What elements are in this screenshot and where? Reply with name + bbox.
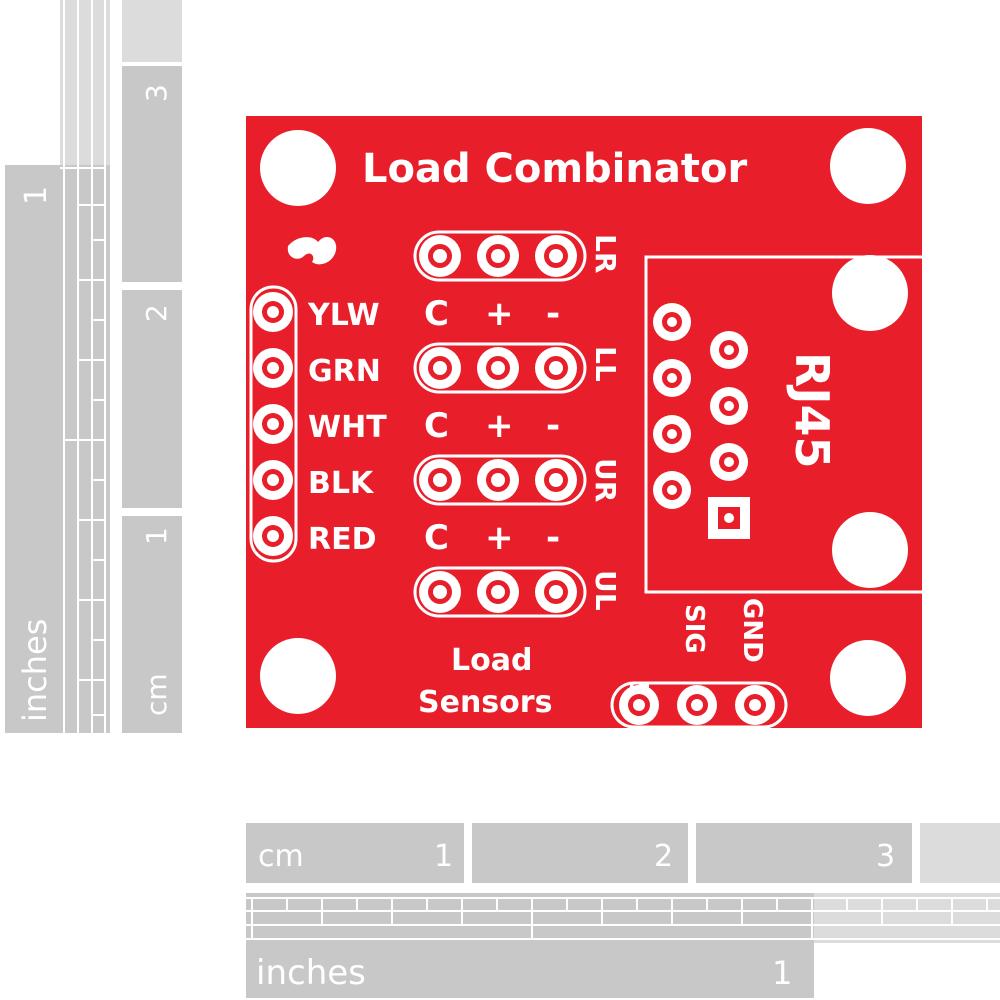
wire-label-wht: WHT: [308, 410, 387, 445]
bottom-cm-ruler-right: [920, 823, 1000, 883]
board-title: Load Combinator: [362, 146, 747, 192]
left-cm-ruler-body: [122, 0, 182, 733]
left-inch-label: inches: [16, 619, 54, 722]
left-cm-separators: [122, 62, 182, 516]
left-inch-number-1: 1: [19, 186, 54, 205]
bottom-cm-number-2: 2: [654, 839, 673, 874]
wire-header-outline: [249, 285, 298, 563]
bottom-inch-ruler: inches 1: [246, 893, 1000, 998]
rj45-outline: [644, 255, 922, 594]
left-cm-ruler-top: [122, 0, 182, 62]
rj45-mounting-hole: [832, 512, 908, 588]
cpm-plus-1: +: [485, 294, 514, 334]
cpm-c-1: C: [424, 294, 449, 334]
left-inch-ruler: inches 1: [5, 0, 110, 733]
caption-line-2: Sensors: [418, 685, 552, 720]
wire-label-grn: GRN: [308, 354, 381, 389]
bottom-inch-ticks: [246, 897, 1000, 940]
bottom-cm-label: cm: [258, 839, 304, 874]
cpm-minus-1: -: [546, 294, 560, 334]
mounting-holes: [260, 128, 908, 716]
bottom-inch-number-1: 1: [772, 954, 792, 992]
bottom-inch-label: inches: [256, 953, 366, 993]
left-inch-ticks: [60, 0, 106, 733]
sensor-label-ll: LL: [589, 346, 622, 382]
power-label-gnd: GND: [737, 598, 767, 663]
sensor-label-ul: UL: [589, 570, 622, 611]
left-cm-number-2: 2: [140, 304, 173, 322]
wire-label-red: RED: [308, 522, 377, 557]
left-inch-ruler-extension: [60, 0, 110, 165]
sensor-label-lr: LR: [589, 234, 622, 273]
left-cm-number-3: 3: [140, 84, 173, 102]
mounting-hole: [830, 128, 906, 204]
bottom-cm-ruler-body: [246, 823, 1000, 883]
caption-line-1: Load: [451, 643, 532, 678]
left-cm-ruler: cm 1 2 3: [122, 0, 182, 733]
bottom-cm-separators: [464, 823, 920, 883]
rj45-mounting-hole: [832, 255, 908, 331]
bottom-inch-ruler-extension: [814, 893, 1000, 943]
rj45-footprint: RJ45: [644, 255, 922, 594]
mounting-hole: [260, 638, 336, 714]
sensor-header-ur: [413, 454, 587, 506]
cpm-c-2: C: [424, 406, 449, 446]
bottom-cm-number-3: 3: [876, 839, 895, 874]
left-cm-number-1: 1: [140, 527, 173, 545]
cpm-minus-3: -: [546, 518, 560, 558]
rj45-label: RJ45: [785, 352, 839, 469]
bottom-cm-number-1: 1: [434, 839, 453, 874]
power-header: [610, 681, 788, 729]
wire-label-ylw: YLW: [307, 298, 380, 333]
wire-header: [249, 285, 298, 563]
sensor-header-ul: [413, 566, 587, 618]
left-cm-label: cm: [140, 673, 173, 716]
wire-label-blk: BLK: [308, 466, 375, 501]
pcb-board: Load Combinator: [246, 116, 922, 729]
sensor-header-ll: [413, 342, 587, 394]
mounting-hole: [260, 130, 336, 206]
bottom-cm-ruler: cm 1 2 3: [246, 823, 1000, 883]
cpm-minus-2: -: [546, 406, 560, 446]
pcb-substrate: [246, 116, 922, 728]
sensor-header-lr: [413, 230, 587, 282]
cpm-c-3: C: [424, 518, 449, 558]
cpm-plus-2: +: [485, 406, 514, 446]
flame-logo-icon: [287, 236, 337, 265]
sensor-label-ur: UR: [589, 458, 622, 502]
power-label-sig: SIG: [679, 604, 709, 654]
cpm-plus-3: +: [485, 518, 514, 558]
mounting-hole: [830, 640, 906, 716]
